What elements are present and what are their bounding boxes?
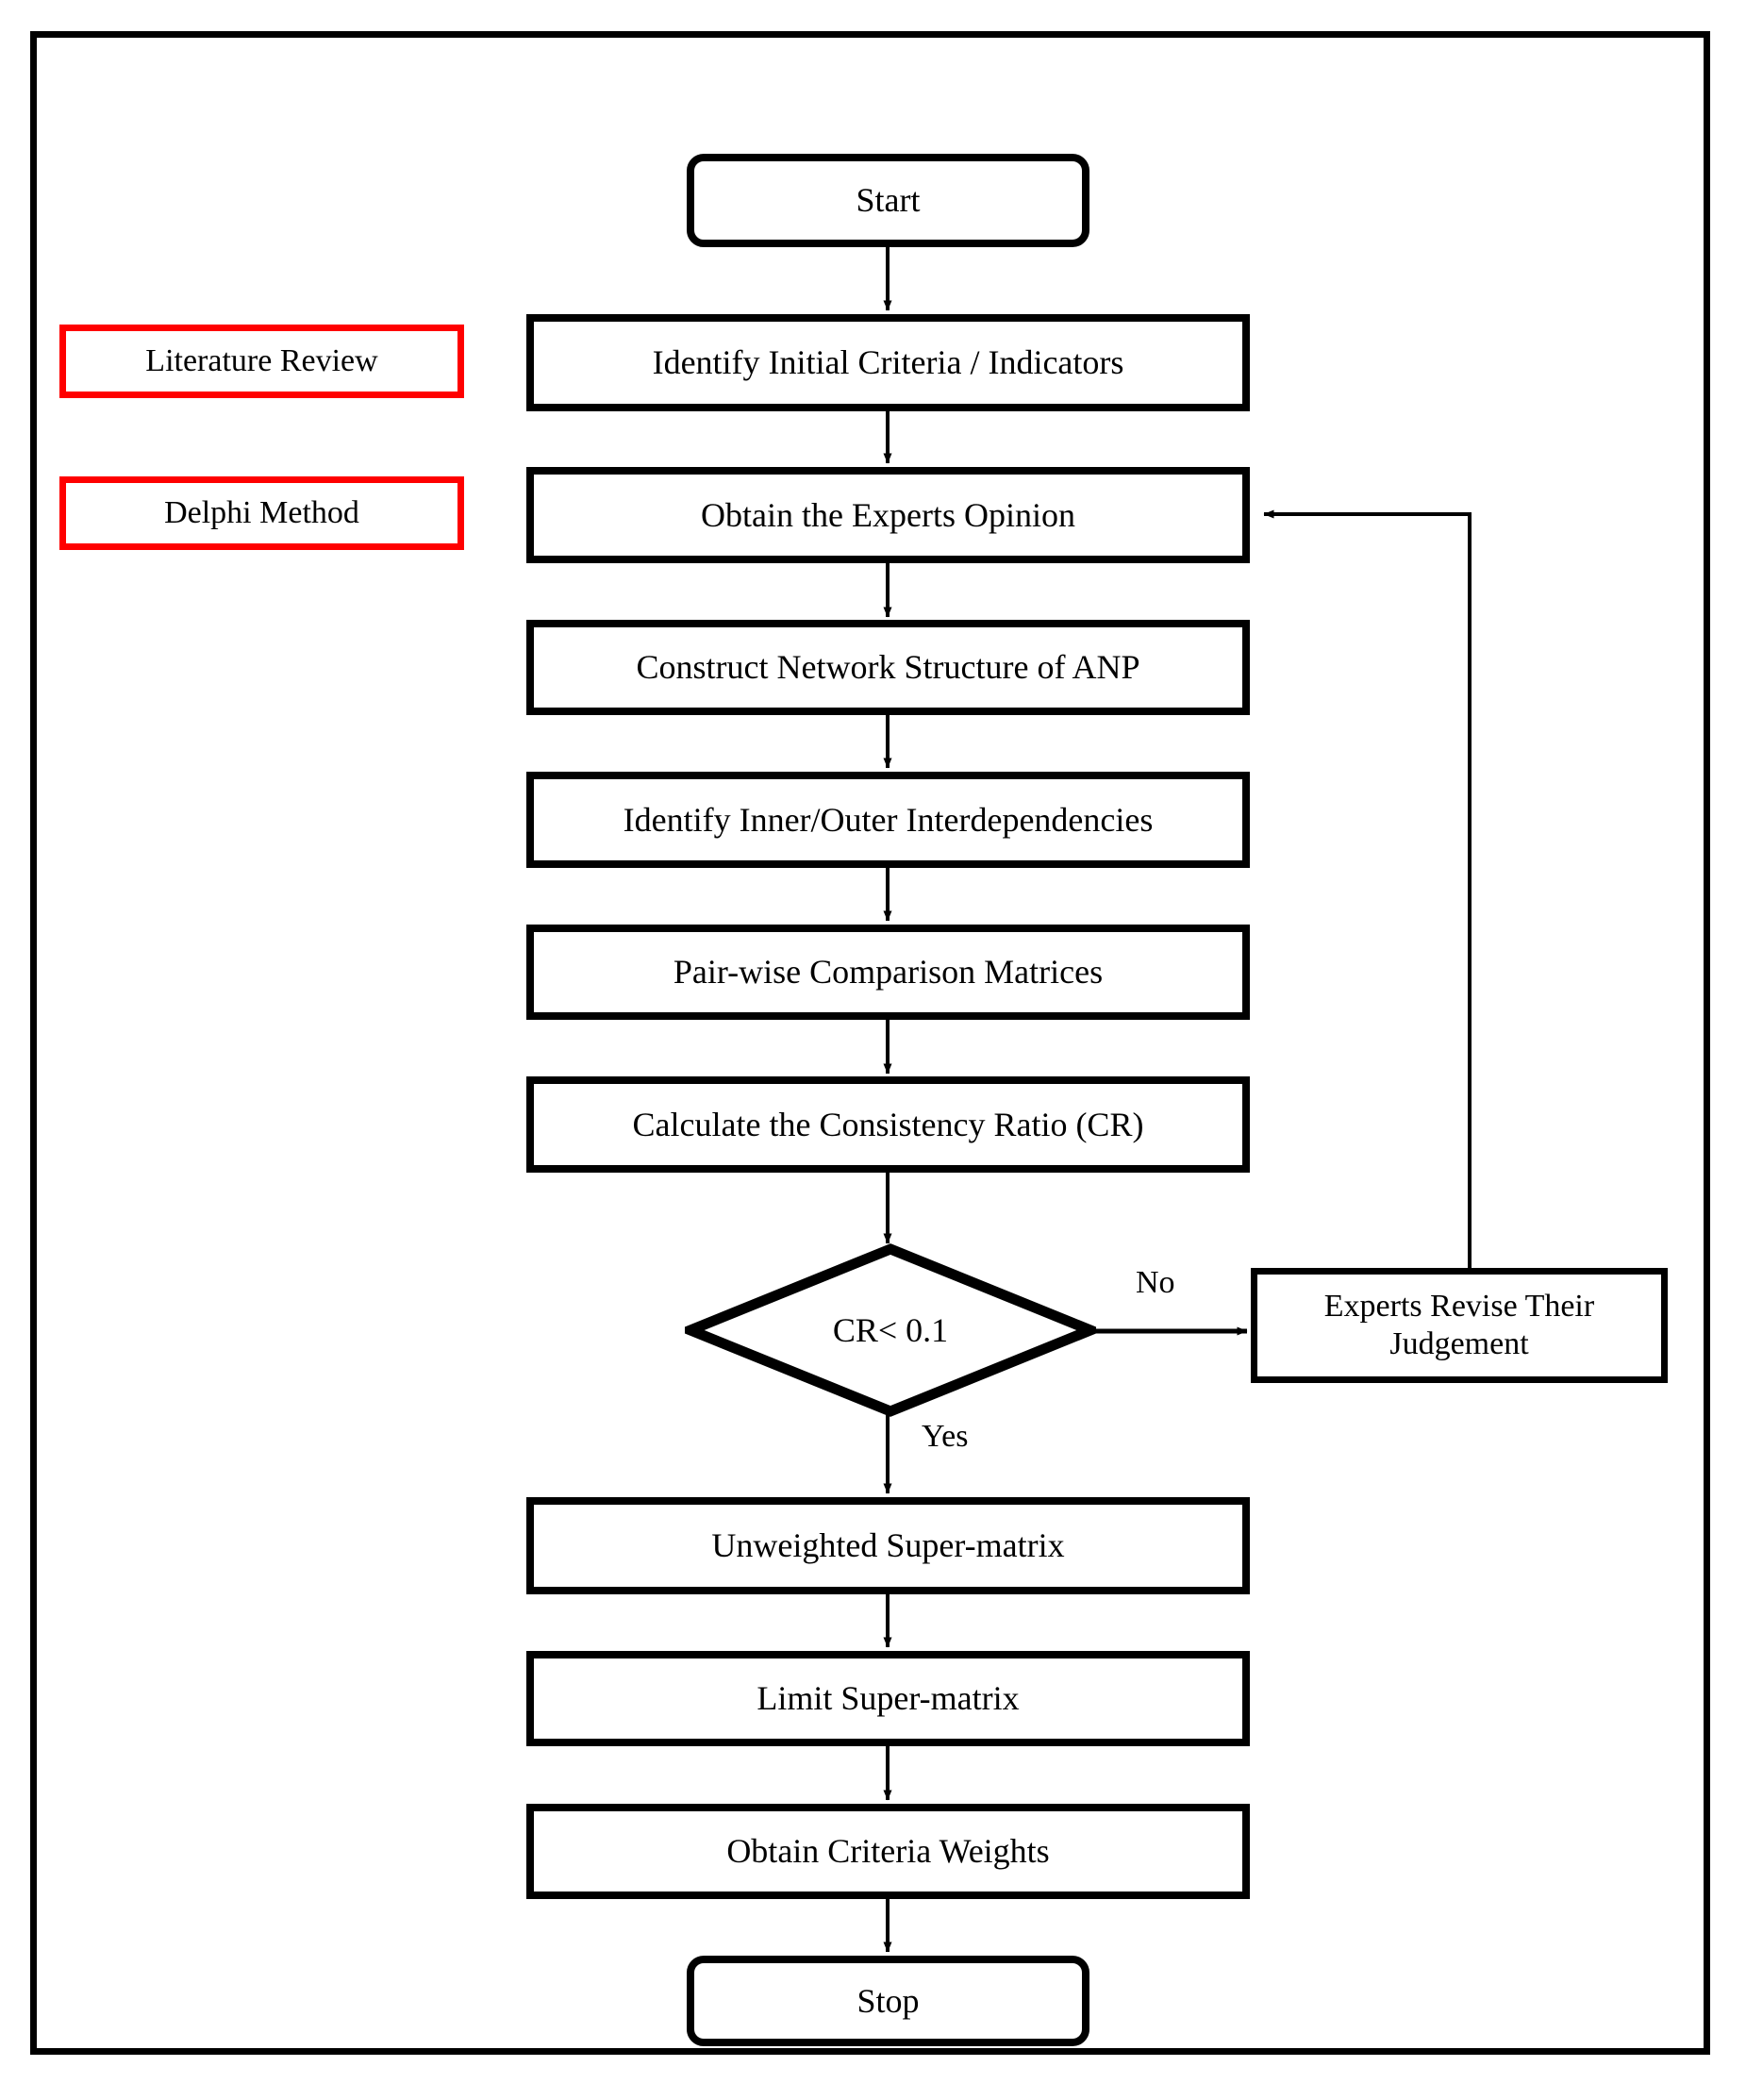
delphi-method-tag: Delphi Method (59, 476, 464, 550)
stop-label: Stop (856, 1981, 920, 2020)
edge-label-no: No (1136, 1265, 1175, 1300)
decision-diamond-shape (676, 1243, 1105, 1417)
stop-terminator: Stop (687, 1956, 1089, 2046)
diagram-outer-frame (30, 31, 1710, 2055)
decision-cr-threshold: CR< 0.1 (676, 1243, 1105, 1417)
step-unweighted-super-matrix: Unweighted Super-matrix (526, 1497, 1250, 1594)
step-label: Unweighted Super-matrix (711, 1526, 1065, 1565)
step-label: Obtain Criteria Weights (726, 1832, 1050, 1871)
literature-review-tag: Literature Review (59, 325, 464, 398)
literature-review-label: Literature Review (145, 342, 378, 378)
step-obtain-experts-opinion: Obtain the Experts Opinion (526, 467, 1250, 563)
step-label: Identify Initial Criteria / Indicators (652, 343, 1124, 382)
step-label: Construct Network Structure of ANP (636, 648, 1140, 687)
step-construct-network-structure: Construct Network Structure of ANP (526, 620, 1250, 715)
step-label: Identify Inner/Outer Interdependencies (623, 800, 1154, 839)
step-pairwise-comparison-matrices: Pair-wise Comparison Matrices (526, 925, 1250, 1020)
step-experts-revise-judgement: Experts Revise Their Judgement (1251, 1268, 1668, 1383)
step-limit-super-matrix: Limit Super-matrix (526, 1651, 1250, 1746)
edge-label-yes: Yes (922, 1419, 969, 1454)
step-obtain-criteria-weights: Obtain Criteria Weights (526, 1804, 1250, 1899)
start-label: Start (856, 181, 921, 220)
experts-revise-line2: Judgement (1389, 1326, 1529, 1361)
step-label: Limit Super-matrix (757, 1679, 1020, 1718)
step-identify-initial-criteria: Identify Initial Criteria / Indicators (526, 314, 1250, 411)
experts-revise-line1: Experts Revise Their (1323, 1288, 1595, 1324)
delphi-method-label: Delphi Method (164, 494, 359, 530)
start-terminator: Start (687, 154, 1089, 247)
step-label: Pair-wise Comparison Matrices (673, 953, 1104, 992)
step-label: Calculate the Consistency Ratio (CR) (632, 1105, 1144, 1143)
step-label: Obtain the Experts Opinion (701, 495, 1075, 534)
step-calculate-consistency-ratio: Calculate the Consistency Ratio (CR) (526, 1076, 1250, 1173)
step-identify-interdependencies: Identify Inner/Outer Interdependencies (526, 772, 1250, 868)
